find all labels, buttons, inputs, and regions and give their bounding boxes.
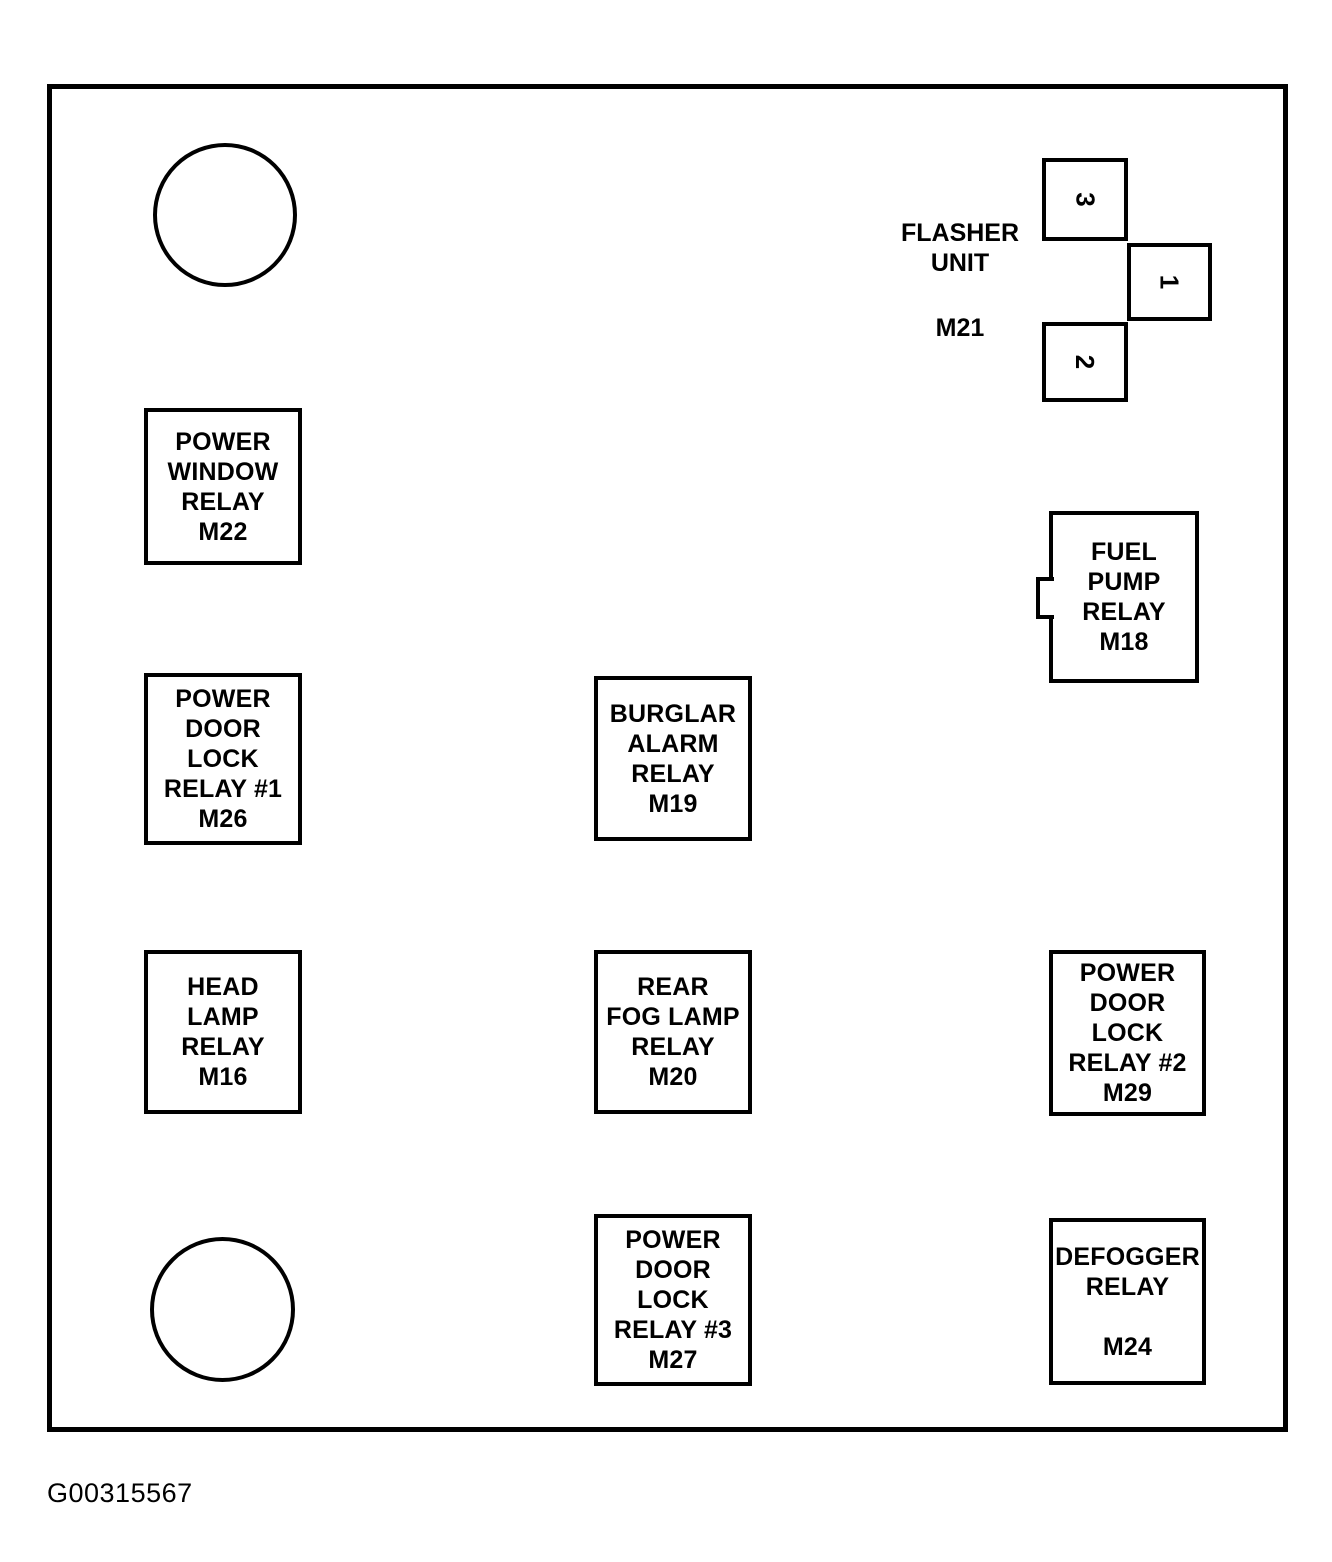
burglar-alarm-relay[interactable]: BURGLAR ALARM RELAY M19 (594, 676, 752, 841)
relay-label-line: BURGLAR (609, 699, 737, 728)
relay-label-line: DOOR (185, 715, 261, 743)
relay-label-line: ALARM (627, 729, 719, 758)
relay-label-line: PUMP (1087, 568, 1161, 596)
relay-label-line: POWER (175, 685, 271, 713)
flasher-unit-id-label: M21 (935, 314, 985, 342)
relay-id-label: M22 (198, 517, 248, 546)
flasher-terminal-number: 1 (1155, 274, 1185, 290)
figure-caption: G00315567 (47, 1478, 193, 1508)
flasher-unit-label-line2: UNIT (930, 249, 990, 277)
relay-label-line: DOOR (1089, 989, 1166, 1017)
relay-label-line: RELAY #3 (613, 1316, 733, 1344)
relay-label-line: LOCK (637, 1286, 709, 1314)
flasher-terminal-1[interactable]: 1 (1127, 243, 1212, 321)
relay-label-line: REAR (637, 973, 709, 1001)
relay-label-line: DOOR (635, 1256, 711, 1284)
relay-id-label: M27 (648, 1346, 698, 1374)
relay-id-label: M29 (1102, 1079, 1153, 1107)
relay-label-line: WINDOW (167, 457, 279, 486)
relay-label-line: RELAY (181, 1033, 265, 1061)
flasher-terminal-3[interactable]: 3 (1042, 158, 1128, 241)
relay-label-line: POWER (1079, 959, 1176, 987)
power-door-lock-relay-2[interactable]: POWER DOOR LOCK RELAY #2 M29 (1049, 950, 1206, 1116)
relay-label-line: FUEL (1090, 538, 1158, 566)
relay-label-line: RELAY (1082, 598, 1166, 626)
defogger-relay[interactable]: DEFOGGER RELAY M24 (1049, 1218, 1206, 1385)
relay-id-label: M16 (198, 1063, 248, 1091)
flasher-unit-label-line1: FLASHER (900, 219, 1020, 247)
relay-label-line: POWER (625, 1226, 721, 1254)
relay-label-line: RELAY (1085, 1272, 1170, 1301)
relay-label-line: RELAY #1 (163, 775, 283, 803)
relay-label-line: POWER (175, 427, 271, 456)
power-door-lock-relay-3[interactable]: POWER DOOR LOCK RELAY #3 M27 (594, 1214, 752, 1386)
flasher-terminal-number: 2 (1070, 354, 1101, 370)
fuel-pump-relay-tab (1036, 577, 1054, 619)
relay-label-line: LOCK (187, 745, 259, 773)
flasher-terminal-number: 3 (1070, 192, 1101, 207)
relay-id-label: M19 (648, 789, 698, 818)
mount-hole-bottom-left (150, 1237, 295, 1382)
relay-label-line: RELAY #2 (1068, 1049, 1187, 1077)
relay-label-line: FOG LAMP (606, 1003, 740, 1031)
relay-label-line: RELAY (631, 1033, 715, 1061)
relay-label-line: LOCK (1091, 1019, 1164, 1047)
rear-fog-lamp-relay[interactable]: REAR FOG LAMP RELAY M20 (594, 950, 752, 1114)
flasher-terminal-2[interactable]: 2 (1042, 322, 1128, 402)
relay-id-label: M18 (1099, 628, 1149, 656)
relay-id-label: M20 (648, 1063, 698, 1091)
relay-id-label: M24 (1102, 1332, 1153, 1361)
power-window-relay[interactable]: POWER WINDOW RELAY M22 (144, 408, 302, 565)
relay-label-line: DEFOGGER (1055, 1242, 1200, 1271)
power-door-lock-relay-1[interactable]: POWER DOOR LOCK RELAY #1 M26 (144, 673, 302, 845)
relay-id-label: M26 (198, 805, 248, 833)
relay-label-line: LAMP (187, 1003, 259, 1031)
relay-panel-frame: POWER WINDOW RELAY M22 POWER DOOR LOCK R… (47, 84, 1288, 1432)
flasher-unit[interactable]: 3 1 2 (1042, 158, 1212, 402)
head-lamp-relay[interactable]: HEAD LAMP RELAY M16 (144, 950, 302, 1114)
fuel-pump-relay[interactable]: FUEL PUMP RELAY M18 (1036, 511, 1199, 683)
relay-label-line: RELAY (631, 759, 715, 788)
relay-label-line: HEAD (187, 973, 259, 1001)
mount-hole-top-left (153, 143, 297, 287)
flasher-unit-label: FLASHER UNIT (860, 218, 1060, 278)
relay-label-line: RELAY (181, 487, 265, 516)
